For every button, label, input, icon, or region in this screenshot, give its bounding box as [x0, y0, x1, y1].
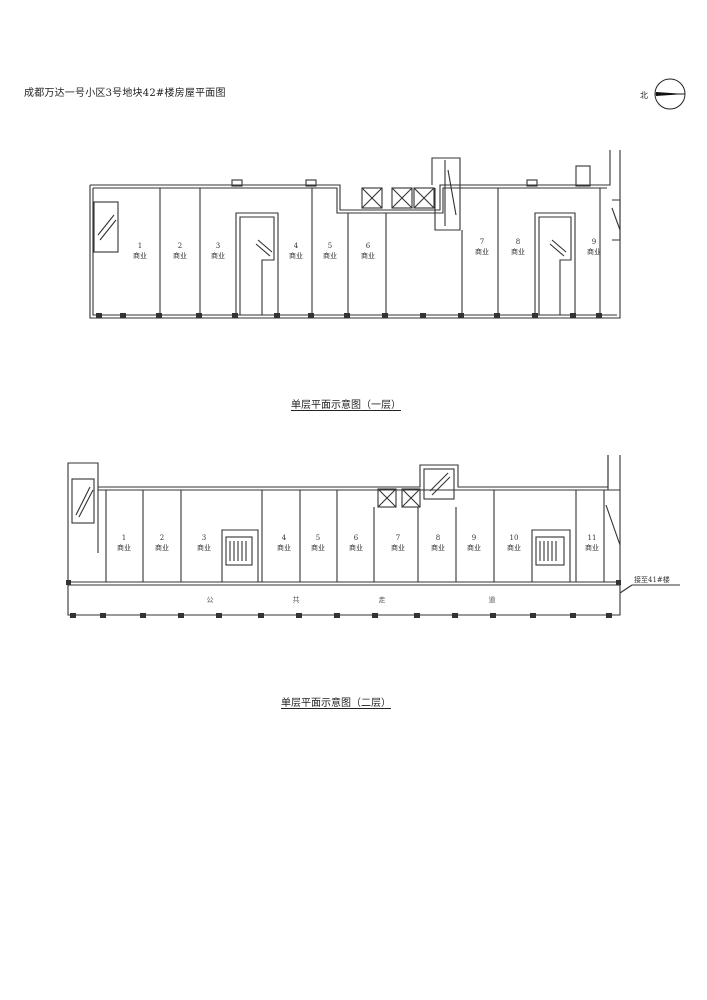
- corridor-char-3: 走: [379, 596, 386, 604]
- f1-unit-9-use: 商业: [587, 247, 601, 256]
- north-label: 北: [640, 91, 648, 100]
- floor2-svg: 1 商业 2 商业 3 商业 4 商业 5 商业 6 商业 7 商业 8 商业 …: [66, 455, 680, 618]
- f2-unit-7-use: 商业: [391, 543, 405, 552]
- f2-unit-9-number: 9: [472, 534, 476, 542]
- f1-unit-6-use: 商业: [361, 251, 375, 260]
- floor1-svg: 1 商业 2 商业 3 商业 4 商业 5 商业 6 商业 7 商业 8 商业 …: [89, 150, 621, 319]
- connect-note: 接至41#楼: [634, 575, 670, 584]
- f1-unit-3-number: 3: [216, 242, 220, 250]
- f2-unit-2-use: 商业: [155, 543, 169, 552]
- f2-unit-8-number: 8: [436, 534, 440, 542]
- corridor-char-4: 道: [489, 595, 496, 604]
- f2-unit-1-use: 商业: [117, 543, 131, 552]
- floor1-plan: 1 商业 2 商业 3 商业 4 商业 5 商业 6 商业 7 商业 8 商业 …: [0, 140, 707, 340]
- f1-unit-9-number: 9: [592, 238, 596, 246]
- floor1-caption: 单层平面示意图（一层）: [291, 400, 401, 411]
- f2-unit-10-use: 商业: [507, 543, 521, 552]
- corridor-char-1: 公: [207, 596, 214, 604]
- north-arrow-icon: 北: [640, 78, 686, 110]
- f2-unit-11-use: 商业: [585, 543, 599, 552]
- f1-unit-2-use: 商业: [173, 251, 187, 260]
- f2-unit-7-number: 7: [396, 534, 400, 542]
- f1-unit-8-number: 8: [516, 238, 520, 246]
- f1-unit-4-use: 商业: [289, 251, 303, 260]
- f2-unit-4-use: 商业: [277, 543, 291, 552]
- f1-unit-4-number: 4: [294, 242, 299, 250]
- floor2-plan: 1 商业 2 商业 3 商业 4 商业 5 商业 6 商业 7 商业 8 商业 …: [0, 445, 707, 635]
- f2-unit-2-number: 2: [160, 534, 164, 542]
- page-title: 成都万达一号小区3号地块42#楼房屋平面图: [24, 88, 226, 99]
- f1-unit-1-use: 商业: [133, 251, 147, 260]
- corridor-char-2: 共: [293, 595, 300, 604]
- f2-unit-5-use: 商业: [311, 543, 325, 552]
- f1-unit-7-number: 7: [480, 238, 484, 246]
- f2-unit-6-number: 6: [354, 534, 359, 542]
- floor2-caption: 单层平面示意图（二层）: [281, 698, 391, 709]
- f2-unit-3-number: 3: [202, 534, 206, 542]
- f2-unit-5-number: 5: [316, 534, 320, 542]
- f2-unit-8-use: 商业: [431, 543, 445, 552]
- f2-unit-6-use: 商业: [349, 543, 363, 552]
- f2-unit-10-number: 10: [510, 534, 519, 542]
- f1-unit-5-number: 5: [328, 242, 332, 250]
- f1-unit-6-number: 6: [366, 242, 371, 250]
- f2-unit-1-number: 1: [122, 534, 126, 542]
- f2-unit-3-use: 商业: [197, 543, 211, 552]
- f1-unit-8-use: 商业: [511, 247, 525, 256]
- f2-unit-9-use: 商业: [467, 543, 481, 552]
- north-arrow: 北: [640, 75, 690, 115]
- f1-unit-1-number: 1: [138, 242, 142, 250]
- f1-unit-5-use: 商业: [323, 251, 337, 260]
- f2-unit-11-number: 11: [588, 534, 597, 542]
- f1-unit-2-number: 2: [178, 242, 182, 250]
- f1-unit-7-use: 商业: [475, 247, 489, 256]
- f1-unit-3-use: 商业: [211, 251, 225, 260]
- f2-unit-4-number: 4: [282, 534, 287, 542]
